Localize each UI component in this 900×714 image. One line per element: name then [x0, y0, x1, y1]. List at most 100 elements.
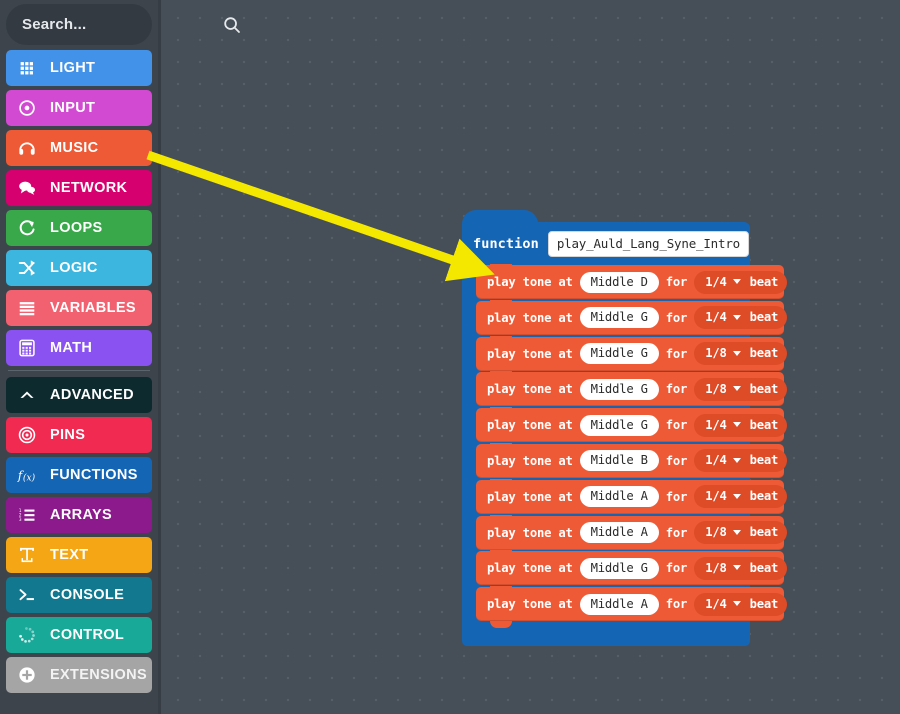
sidebar-item-text[interactable]: TEXT	[6, 537, 152, 573]
search-icon	[223, 16, 241, 34]
duration-value: 1/4	[705, 310, 727, 325]
sidebar-item-pins[interactable]: PINS	[6, 417, 152, 453]
sidebar-item-label: CONSOLE	[50, 587, 125, 603]
duration-value: 1/4	[705, 417, 727, 432]
block-notch	[490, 442, 512, 449]
note-dropdown[interactable]: Middle A	[579, 593, 659, 615]
search-input[interactable]	[22, 16, 223, 33]
sidebar-item-math[interactable]: MATH	[6, 330, 152, 366]
chevron-down-icon	[732, 457, 741, 463]
play-tone-for-label: for	[665, 275, 688, 289]
search-box[interactable]	[6, 4, 240, 45]
play-tone-prefix-label: play tone at	[487, 275, 573, 289]
sidebar-item-light[interactable]: LIGHT	[6, 50, 152, 86]
sidebar-item-variables[interactable]: VARIABLES	[6, 290, 152, 326]
svg-text:(x): (x)	[23, 472, 36, 483]
sidebar-item-label: ADVANCED	[50, 387, 134, 403]
sidebar-item-logic[interactable]: LOGIC	[6, 250, 152, 286]
sidebar-item-label: ARRAYS	[50, 507, 112, 523]
chevron-down-icon	[732, 493, 741, 499]
sidebar-item-control[interactable]: CONTROL	[6, 617, 152, 653]
sidebar-item-label: EXTENSIONS	[50, 667, 147, 683]
function-keyword-label: function	[473, 235, 539, 252]
duration-unit-label: beat	[749, 596, 779, 611]
sidebar-item-console[interactable]: CONSOLE	[6, 577, 152, 613]
duration-dropdown[interactable]: 1/4 beat	[694, 306, 788, 330]
chevron-up-icon	[16, 384, 38, 406]
sidebar-item-label: VARIABLES	[50, 300, 136, 316]
play-tone-for-label: for	[665, 561, 688, 576]
play-tone-for-label: for	[665, 418, 688, 433]
note-dropdown[interactable]: Middle D	[579, 271, 659, 293]
sidebar-edge-divider	[158, 0, 161, 714]
note-dropdown[interactable]: Middle B	[579, 450, 659, 472]
note-dropdown[interactable]: Middle G	[579, 343, 659, 365]
block-notch	[490, 335, 512, 342]
block-notch	[490, 407, 512, 414]
toolbox-sidebar: LIGHT INPUT MUSIC NETWORK LOOPS LOGIC VARIABLE…	[0, 0, 240, 714]
block-notch	[490, 264, 512, 270]
sidebar-item-input[interactable]: INPUT	[6, 90, 152, 126]
sidebar-item-advanced[interactable]: ADVANCED	[6, 377, 152, 413]
note-dropdown[interactable]: Middle A	[579, 486, 659, 508]
note-dropdown[interactable]: Middle G	[579, 557, 659, 579]
blocks-workspace-canvas[interactable]: function play_Auld_Lang_Syne_Intro play …	[161, 0, 900, 714]
note-dropdown[interactable]: Middle G	[579, 414, 659, 436]
duration-value: 1/8	[705, 525, 727, 540]
refresh-icon	[16, 217, 38, 239]
sidebar-item-music[interactable]: MUSIC	[6, 130, 152, 166]
function-name-field[interactable]: play_Auld_Lang_Syne_Intro	[547, 230, 749, 257]
function-block-header: function play_Auld_Lang_Syne_Intro	[462, 222, 750, 265]
play-tone-prefix-label: play tone at	[487, 525, 573, 540]
block-notch	[490, 514, 512, 521]
sidebar-item-network[interactable]: NETWORK	[6, 170, 152, 206]
function-block[interactable]: function play_Auld_Lang_Syne_Intro play …	[462, 210, 788, 646]
duration-unit-label: beat	[749, 381, 779, 396]
play-tone-for-label: for	[665, 597, 688, 612]
sidebar-item-label: NETWORK	[50, 180, 128, 196]
chevron-down-icon	[732, 279, 741, 284]
note-dropdown[interactable]: Middle G	[579, 307, 659, 329]
sidebar-item-loops[interactable]: LOOPS	[6, 210, 152, 246]
sidebar-item-label: CONTROL	[50, 627, 125, 643]
sidebar-item-label: MATH	[50, 340, 93, 356]
play-tone-prefix-label: play tone at	[487, 561, 573, 576]
duration-unit-label: beat	[749, 310, 779, 325]
sidebar-item-label: PINS	[50, 427, 86, 443]
svg-text:f: f	[17, 469, 25, 483]
grid-icon	[16, 57, 38, 79]
chevron-down-icon	[732, 314, 741, 320]
sidebar-item-functions[interactable]: f(x)FUNCTIONS	[6, 457, 152, 493]
sidebar-item-extensions[interactable]: EXTENSIONS	[6, 657, 152, 693]
note-dropdown[interactable]: Middle G	[579, 378, 659, 400]
play-tone-for-label: for	[665, 489, 688, 504]
sidebar-item-label: TEXT	[50, 547, 89, 563]
note-dropdown[interactable]: Middle A	[579, 522, 659, 544]
shuffle-icon	[16, 257, 38, 279]
